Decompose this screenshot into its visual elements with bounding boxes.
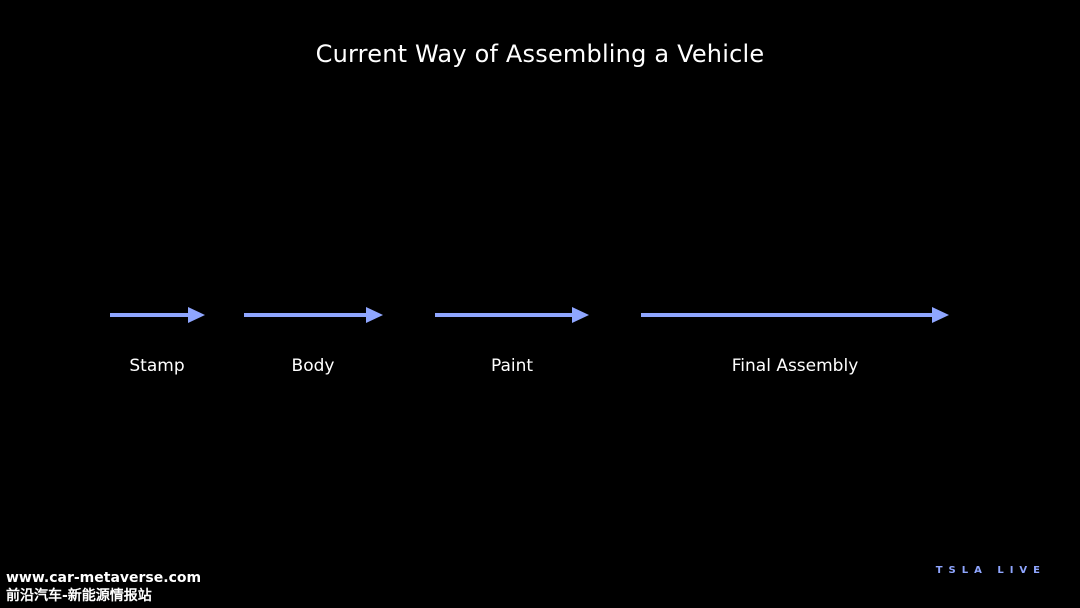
- arrow-body: [244, 307, 383, 323]
- slide-title: Current Way of Assembling a Vehicle: [315, 40, 765, 68]
- step-label-paint: Paint: [490, 356, 534, 376]
- arrow-paint: [435, 307, 589, 323]
- watermark-caption: 前沿汽车-新能源情报站: [6, 588, 152, 604]
- tsla-live-logo: TSLA LIVE: [935, 565, 1046, 576]
- step-label-final-assembly: Final Assembly: [731, 356, 859, 376]
- watermark-url: www.car-metaverse.com: [6, 570, 202, 586]
- site-watermark: www.car-metaverse.com 前沿汽车-新能源情报站: [6, 569, 201, 605]
- step-label-stamp: Stamp: [129, 356, 185, 376]
- arrow-final-assembly: [641, 307, 949, 323]
- step-label-body: Body: [291, 356, 335, 376]
- arrow-stamp: [110, 307, 205, 323]
